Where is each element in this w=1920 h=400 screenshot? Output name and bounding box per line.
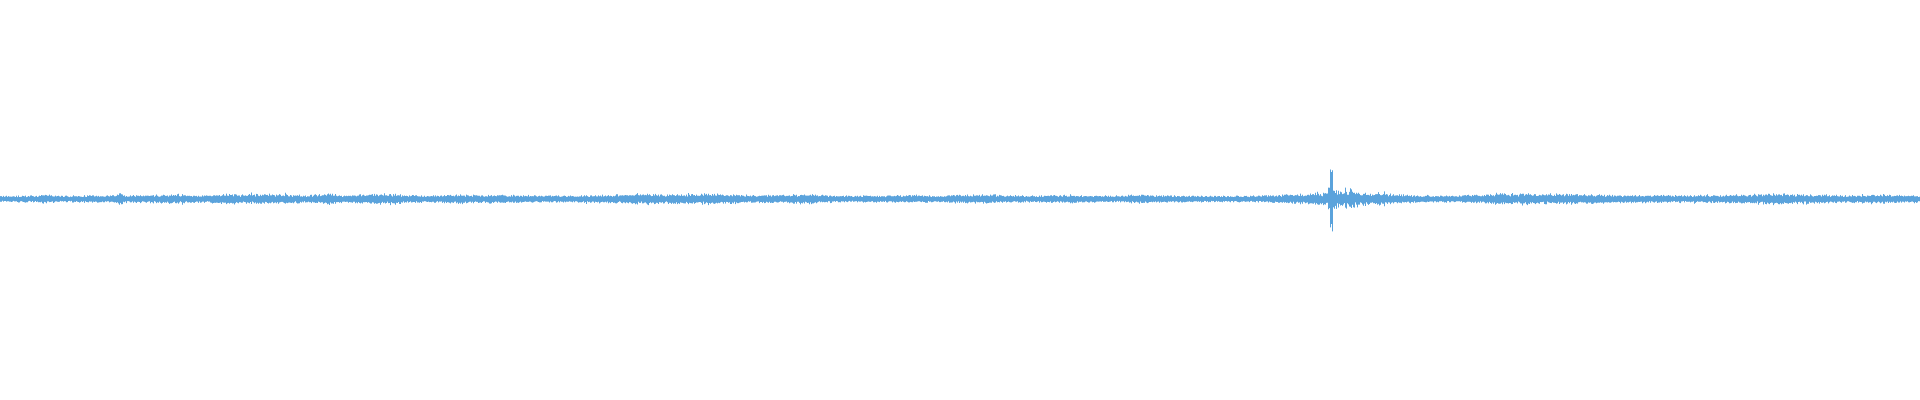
waveform-path — [0, 169, 1920, 232]
waveform-bars — [0, 169, 1920, 232]
